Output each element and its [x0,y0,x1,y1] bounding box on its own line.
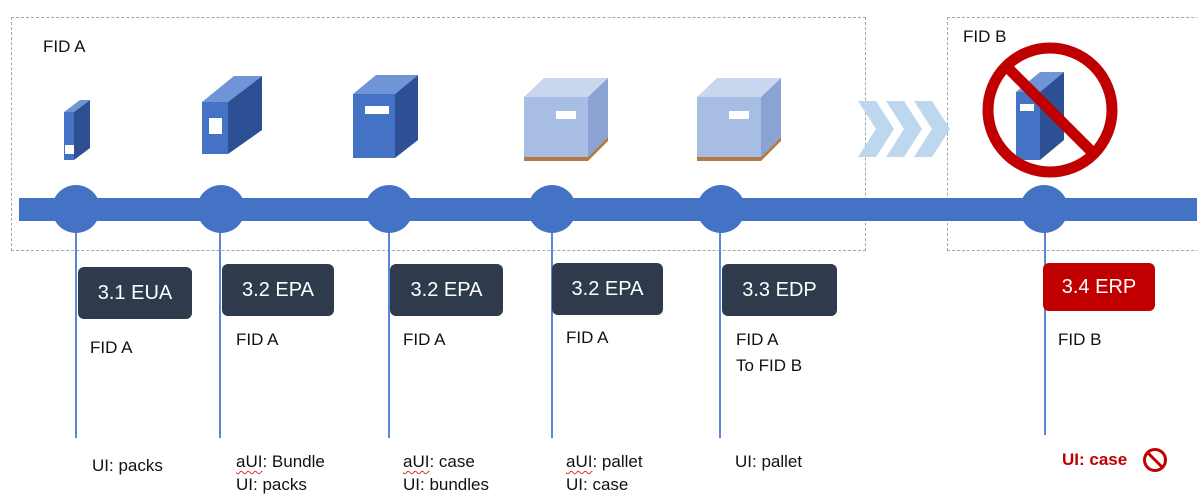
prohibited-icon [1143,448,1167,472]
step-badge: 3.3 EDP [722,264,837,316]
timeline-node [528,185,576,233]
step-fid-label: To FID B [736,356,803,375]
connector-line [719,230,721,438]
connector-line [388,230,390,438]
step-ui-label: UI: packs [92,456,163,475]
pallet-box-icon [697,78,781,161]
step-ui-label: UI: case [566,475,629,494]
step-ui-label: aUI: Bundle [236,452,325,471]
step-ui-label-alert: UI: case [1062,450,1128,469]
timeline-node [365,185,413,233]
region-label-fid-a: FID A [43,37,86,56]
step-ui-label: aUI: case [403,452,475,471]
step-badge: 3.2 EPA [552,263,663,315]
step-fid-label: FID A [736,330,779,349]
timeline-node [697,185,745,233]
timeline-bar [19,198,1197,221]
step-fid-label: FID A [236,330,279,349]
case-box-icon [353,75,418,158]
timeline-node [197,185,245,233]
step-fid-label: FID A [90,338,133,357]
step-fid-label: FID A [566,328,609,347]
prohibited-icon [982,42,1118,178]
region-label-fid-b: FID B [963,27,1007,46]
step-ui-label: UI: packs [236,475,307,494]
pallet-box-icon [524,78,608,161]
step-ui-label: aUI: pallet [566,452,643,471]
region-fid-a [11,17,866,251]
timeline-node [52,185,100,233]
forward-chevrons-icon [858,101,950,157]
step-ui-label: UI: bundles [403,475,489,494]
connector-line [75,230,77,438]
step-fid-label: FID B [1058,330,1102,349]
step-badge: 3.2 EPA [390,264,503,316]
bundle-box-icon [202,76,262,154]
connector-line [219,230,221,438]
step-ui-label: UI: pallet [735,452,803,471]
region-fid-b [947,17,1197,251]
step-badge-alert: 3.4 ERP [1043,263,1155,311]
step-fid-label: FID A [403,330,446,349]
timeline-node [1020,185,1068,233]
step-badge: 3.1 EUA [78,267,192,319]
step-badge: 3.2 EPA [222,264,334,316]
pack-box-icon [64,100,90,160]
connector-line [1044,230,1046,435]
connector-line [551,230,553,438]
